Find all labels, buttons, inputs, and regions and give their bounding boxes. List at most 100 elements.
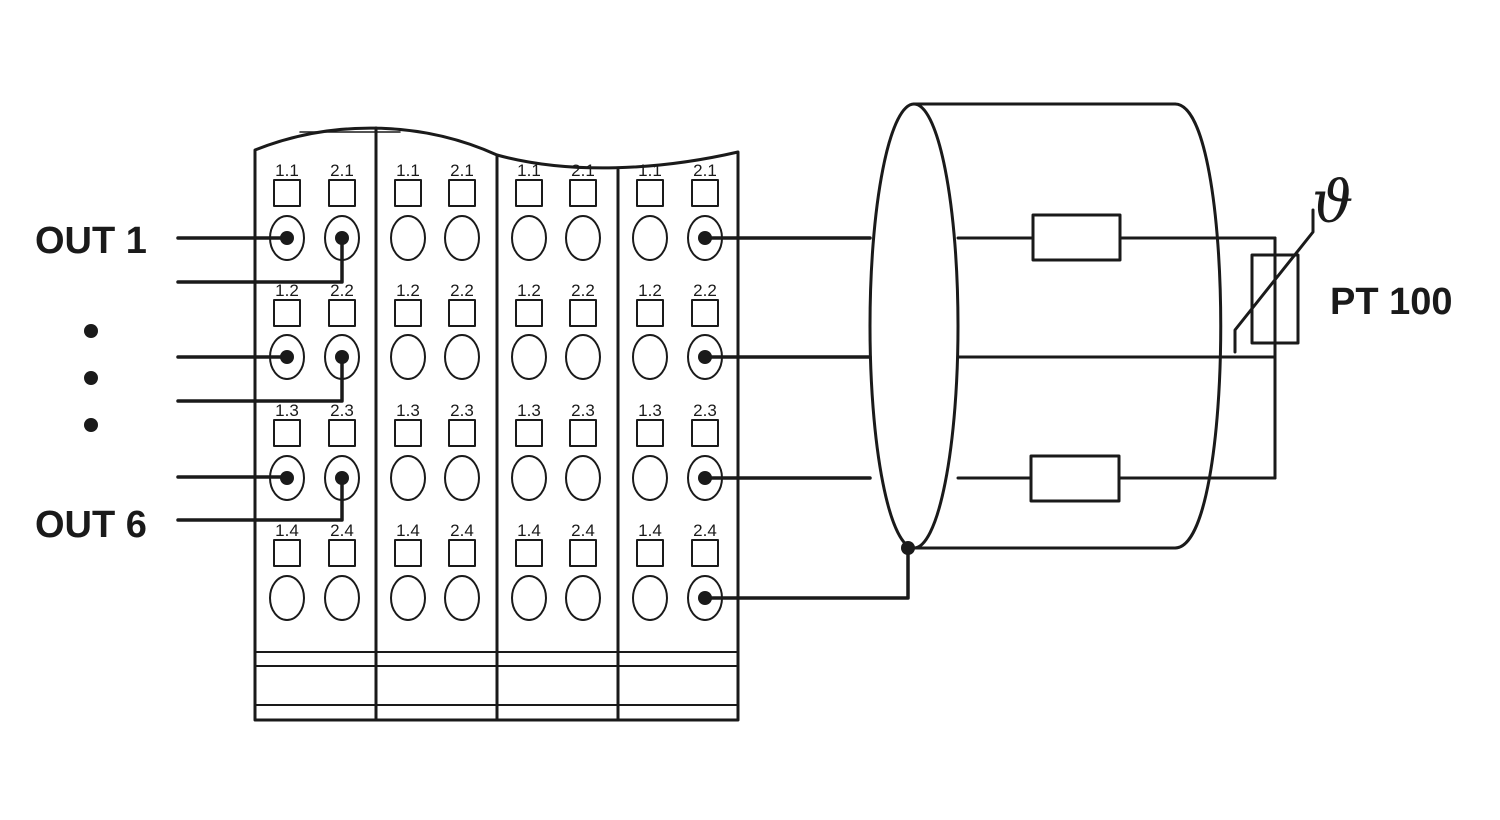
terminal-wire-entry[interactable]	[565, 455, 601, 501]
terminal-label: 1.3	[396, 401, 420, 420]
terminal-label: 2.1	[571, 161, 595, 180]
terminal-wire-entry[interactable]	[269, 575, 305, 621]
terminal-release-slot[interactable]	[569, 539, 597, 567]
terminal-release-slot[interactable]	[328, 179, 356, 207]
terminal-release-slot[interactable]	[569, 419, 597, 447]
ellipsis-dot-3	[84, 418, 98, 432]
terminal-label: 2.3	[330, 401, 354, 420]
pt100-resistor	[1250, 253, 1300, 345]
terminal-release-slot[interactable]	[448, 419, 476, 447]
terminal-release-slot[interactable]	[328, 299, 356, 327]
terminal-wire-entry[interactable]	[324, 575, 360, 621]
terminal-wire-entry[interactable]	[390, 455, 426, 501]
terminal-wire-entry[interactable]	[444, 215, 480, 261]
output-wires	[176, 236, 344, 522]
terminal-wire-entry[interactable]	[390, 215, 426, 261]
terminal-wire-entry[interactable]	[511, 334, 547, 380]
terminal-label: 2.1	[330, 161, 354, 180]
terminal-release-slot[interactable]	[448, 299, 476, 327]
terminal-release-slot[interactable]	[515, 419, 543, 447]
terminal-label: 1.2	[638, 281, 662, 300]
terminal-wire-entry[interactable]	[632, 575, 668, 621]
terminal-label: 1.4	[638, 521, 662, 540]
terminal-wire-entry[interactable]	[511, 575, 547, 621]
terminal-label: 1.4	[517, 521, 541, 540]
terminal-label: 1.2	[517, 281, 541, 300]
terminal-label: 1.4	[275, 521, 299, 540]
terminal-release-slot[interactable]	[691, 179, 719, 207]
terminal-wire-entry[interactable]	[444, 455, 480, 501]
terminal-wire-entry[interactable]	[565, 215, 601, 261]
terminal-wire-entry[interactable]	[565, 575, 601, 621]
line-resistor-2	[1029, 454, 1121, 503]
terminal-release-slot[interactable]	[394, 539, 422, 567]
terminal-label: 2.2	[571, 281, 595, 300]
terminal-release-slot[interactable]	[394, 299, 422, 327]
terminal-label: 2.4	[450, 521, 474, 540]
terminal-label: 2.3	[571, 401, 595, 420]
terminal-release-slot[interactable]	[273, 539, 301, 567]
terminal-release-slot[interactable]	[328, 419, 356, 447]
terminal-release-slot[interactable]	[691, 539, 719, 567]
cable-conductors	[703, 236, 1277, 600]
pt100-thermal-arrow	[1233, 208, 1315, 354]
terminal-wire-entry[interactable]	[632, 334, 668, 380]
terminal-label: 1.3	[638, 401, 662, 420]
wire-out1-b	[176, 236, 344, 284]
terminal-release-slot[interactable]	[448, 539, 476, 567]
shield-ground-wire	[703, 546, 910, 600]
terminal-release-slot[interactable]	[273, 299, 301, 327]
shield-back-end	[1173, 102, 1223, 550]
terminal-release-slot[interactable]	[569, 179, 597, 207]
terminal-release-slot[interactable]	[636, 539, 664, 567]
terminal-wire-entry[interactable]	[632, 215, 668, 261]
terminal-wire-entry[interactable]	[390, 334, 426, 380]
terminal-release-slot[interactable]	[569, 299, 597, 327]
terminal-wire-entry[interactable]	[511, 215, 547, 261]
terminal-label: 1.3	[517, 401, 541, 420]
terminal-wire-entry[interactable]	[565, 334, 601, 380]
terminal-release-slot[interactable]	[328, 539, 356, 567]
terminal-release-slot[interactable]	[636, 299, 664, 327]
terminal-release-slot[interactable]	[448, 179, 476, 207]
terminal-label: 1.1	[275, 161, 299, 180]
terminal-release-slot[interactable]	[515, 299, 543, 327]
terminal-block: 1.1 2.1 1.2 2.2 1.3 2.3 1.4 2.4 1.1 2.1 1.2 2.2 1.3 2…	[253, 126, 740, 722]
terminal-label: 2.2	[693, 281, 717, 300]
terminal-wire-entry[interactable]	[511, 455, 547, 501]
terminal-release-slot[interactable]	[691, 299, 719, 327]
terminal-label: 2.1	[450, 161, 474, 180]
terminal-wire-entry[interactable]	[632, 455, 668, 501]
wire-out6-b	[176, 475, 344, 522]
terminal-label: 2.3	[450, 401, 474, 420]
terminal-wire-entry[interactable]	[444, 575, 480, 621]
terminal-release-slot[interactable]	[636, 179, 664, 207]
terminal-label: 1.2	[275, 281, 299, 300]
ellipsis-dot-1	[84, 324, 98, 338]
terminal-label: 1.4	[396, 521, 420, 540]
terminal-label: 2.1	[693, 161, 717, 180]
terminal-label: 2.2	[450, 281, 474, 300]
terminal-label: 1.3	[275, 401, 299, 420]
terminal-release-slot[interactable]	[515, 539, 543, 567]
shielded-cable	[868, 102, 1223, 550]
ellipsis-dots	[84, 324, 98, 432]
terminal-release-slot[interactable]	[515, 179, 543, 207]
shield-front-end	[868, 102, 960, 550]
terminal-release-slot[interactable]	[273, 179, 301, 207]
terminal-label: 2.4	[571, 521, 595, 540]
terminal-release-slot[interactable]	[394, 179, 422, 207]
shield-ground-node	[901, 541, 915, 555]
terminal-release-slot[interactable]	[394, 419, 422, 447]
terminal-label: 1.1	[396, 161, 420, 180]
terminal-release-slot[interactable]	[636, 419, 664, 447]
terminal-wire-entry[interactable]	[444, 334, 480, 380]
pt100-sensor	[1233, 208, 1315, 480]
terminal-label: 1.1	[638, 161, 662, 180]
terminal-release-slot[interactable]	[273, 419, 301, 447]
terminal-release-slot[interactable]	[691, 419, 719, 447]
ellipsis-dot-2	[84, 371, 98, 385]
terminal-label: 2.4	[330, 521, 354, 540]
terminal-wire-entry[interactable]	[390, 575, 426, 621]
terminal-label: 2.3	[693, 401, 717, 420]
